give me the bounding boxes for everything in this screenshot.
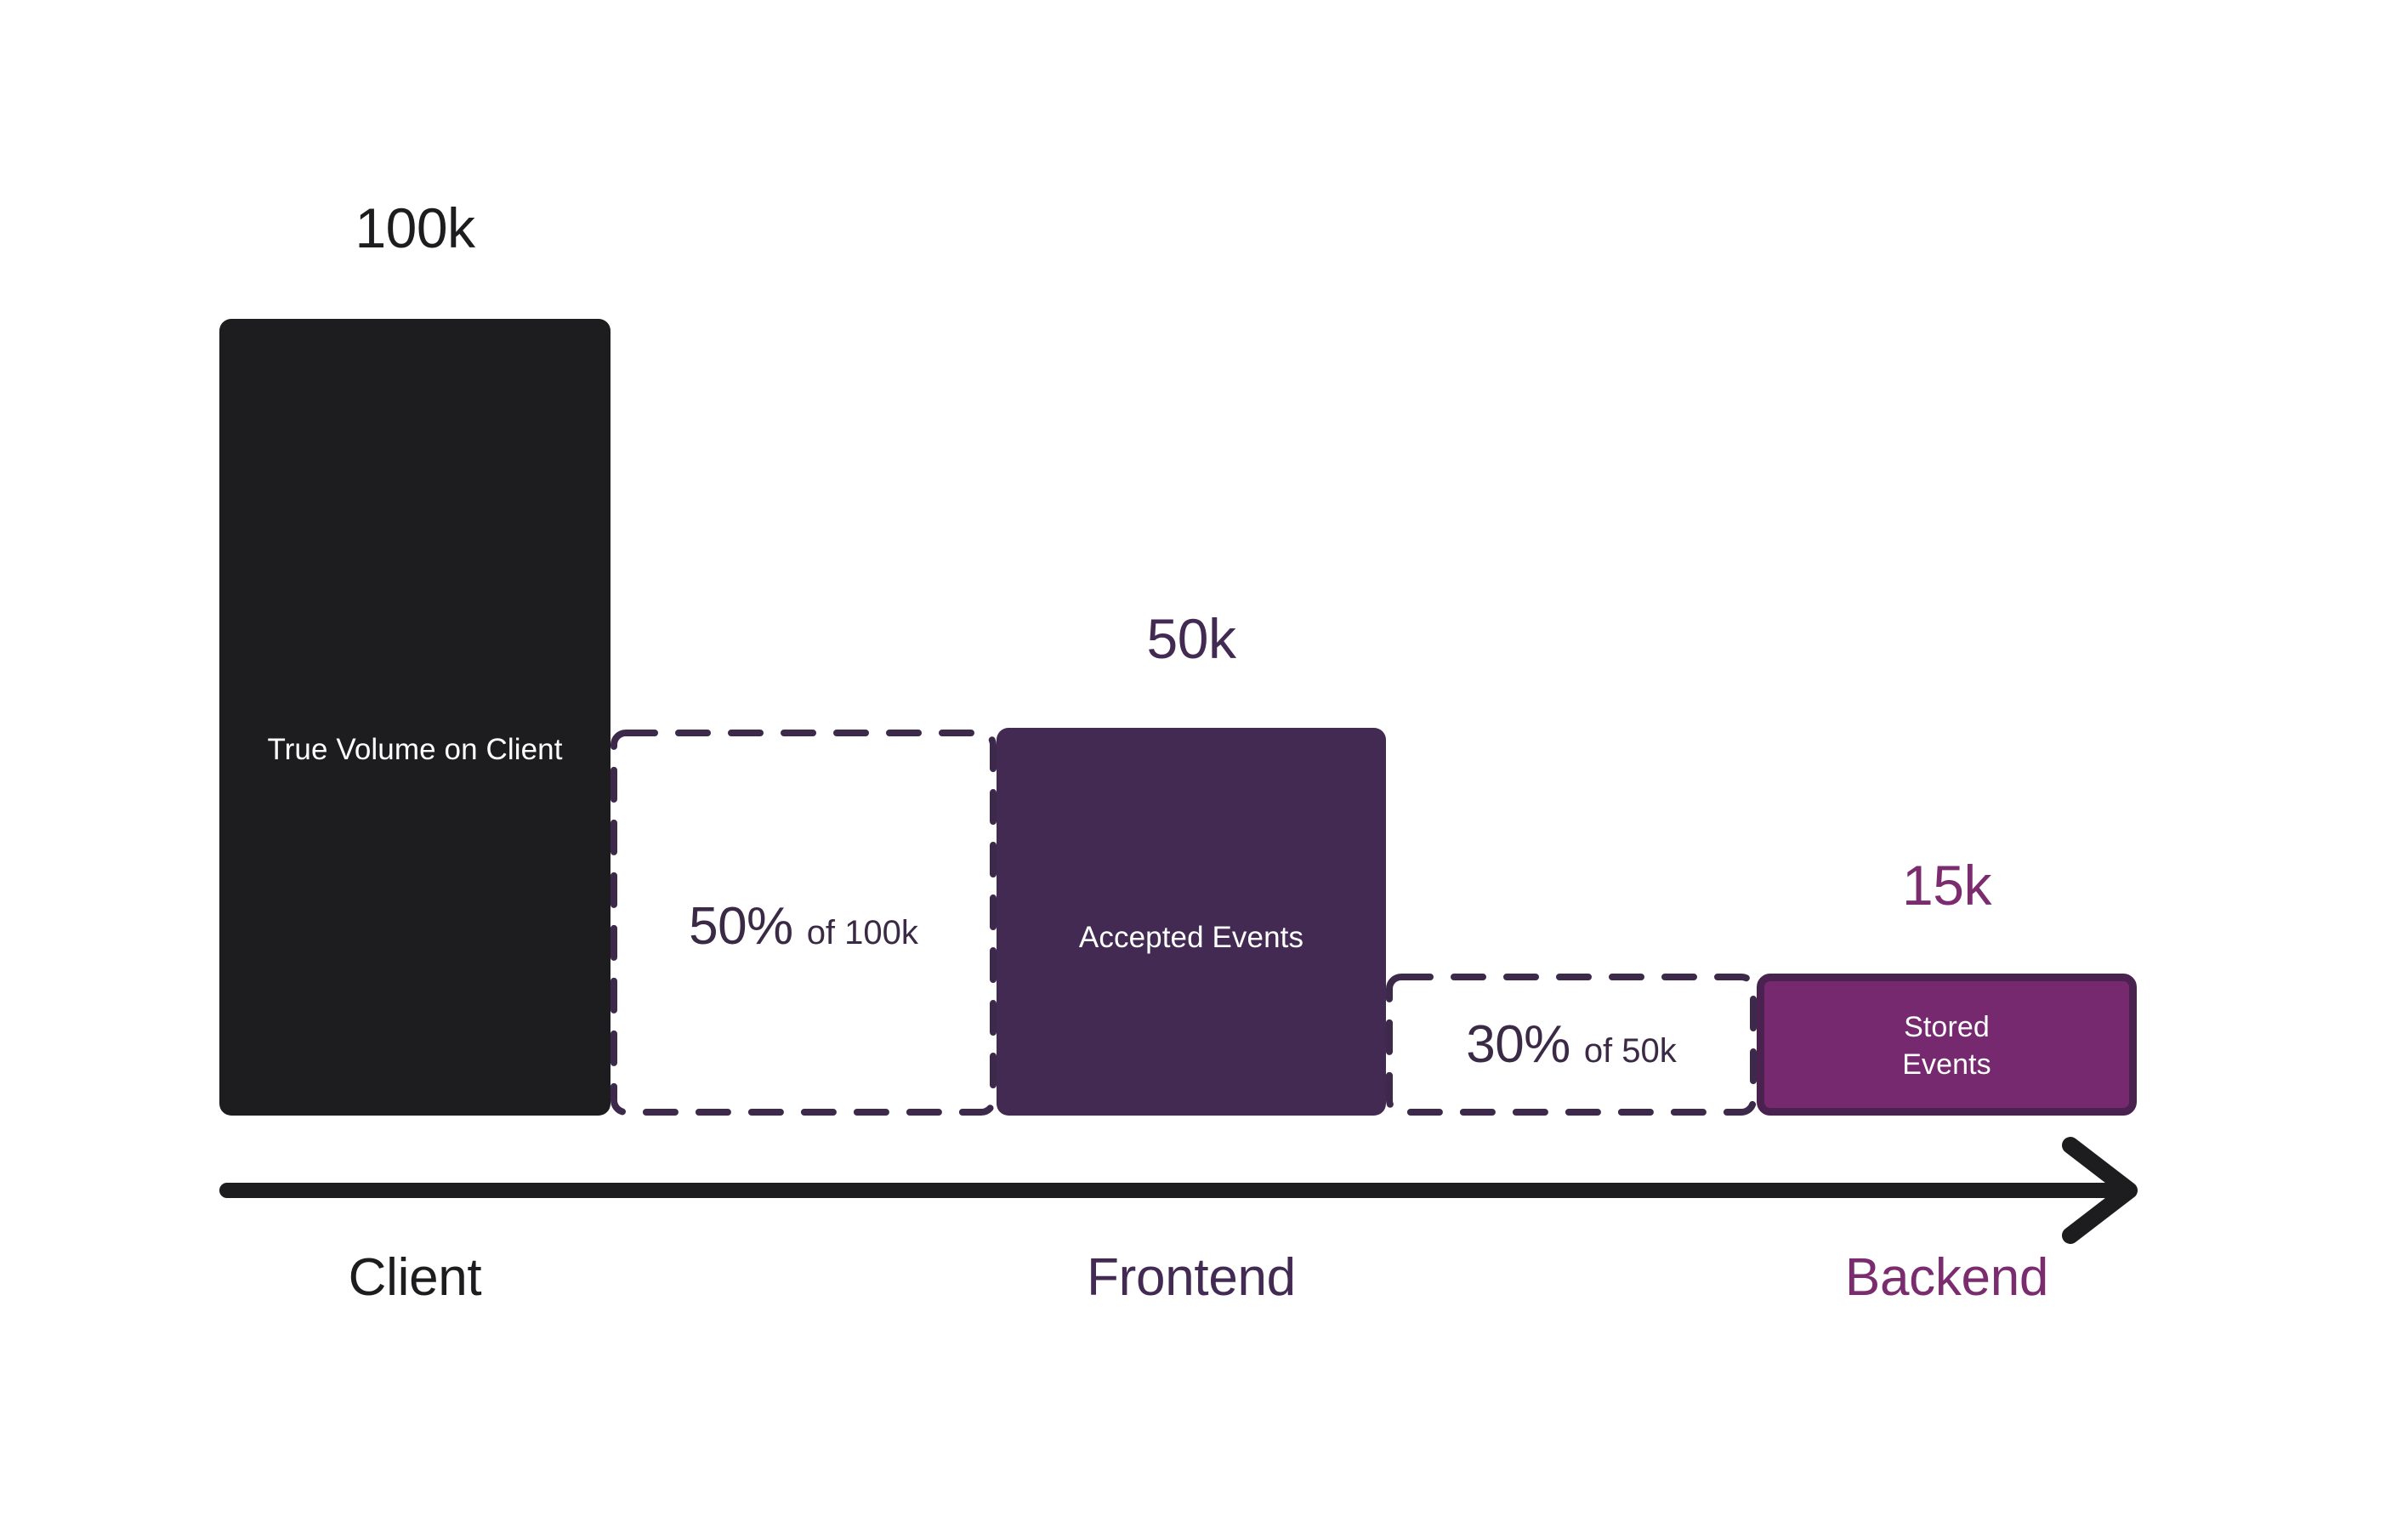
axis-label-backend: Backend: [1844, 1248, 2049, 1307]
value-label-client: 100k: [355, 196, 475, 259]
dropoff-percent-group-1: 50% of 100k: [689, 900, 918, 953]
arrow-right-icon: [219, 1137, 2138, 1244]
dropoff-base-1: of 100k: [806, 914, 918, 951]
bar-backend-label: Stored Events: [1902, 1010, 1991, 1081]
value-label-backend: 15k: [1902, 854, 1991, 917]
dropoff-percent-2: 30%: [1466, 1014, 1570, 1074]
value-label-frontend: 50k: [1146, 607, 1236, 670]
dashed-outline-icon: [1386, 974, 1757, 1116]
dropoff-percent-group-2: 30% of 50k: [1466, 1014, 1677, 1074]
dropoff-box-client-to-frontend: 50% of 100k: [611, 730, 997, 1116]
bar-client-label: True Volume on Client: [267, 733, 563, 767]
axis-label-client: Client: [348, 1248, 482, 1307]
axis-label-frontend: Frontend: [1087, 1248, 1296, 1307]
dashed-outline-icon: [611, 730, 997, 1116]
dropoff-base-2: of 50k: [1583, 1031, 1677, 1070]
axis-arrow: [219, 1137, 2148, 1244]
bar-client[interactable]: True Volume on Client: [219, 319, 611, 1116]
bar-backend[interactable]: Stored Events: [1757, 974, 2137, 1116]
dropoff-box-frontend-to-backend: 30% of 50k: [1386, 974, 1757, 1116]
bar-frontend-label: Accepted Events: [1078, 920, 1304, 954]
dropoff-percent-1: 50%: [689, 897, 793, 956]
bar-frontend[interactable]: Accepted Events: [997, 728, 1386, 1116]
